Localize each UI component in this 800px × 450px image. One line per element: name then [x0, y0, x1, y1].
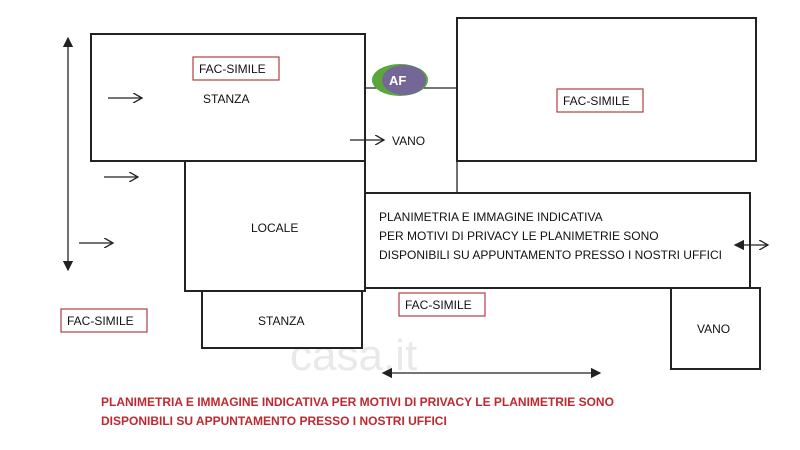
- room-stanza-bottom: [201, 290, 363, 349]
- facsimile-box-4: [60, 308, 148, 333]
- facsimile-label-1: FAC-SIMILE: [199, 62, 266, 76]
- facsimile-label-4: FAC-SIMILE: [67, 314, 134, 328]
- facsimile-label-2: FAC-SIMILE: [563, 94, 630, 108]
- logo-letter: AF: [389, 73, 406, 88]
- facsimile-box-3: [398, 292, 486, 317]
- notice-line-3: DISPONIBILI SU APPUNTAMENTO PRESSO I NOS…: [379, 248, 722, 262]
- notice-line-2: PER MOTIVI DI PRIVACY LE PLANIMETRIE SON…: [379, 229, 659, 243]
- room-vano-right: [670, 287, 761, 370]
- red-notice-line-1: PLANIMETRIA E IMMAGINE INDICATIVA PER MO…: [101, 395, 614, 409]
- agency-logo-icon: AF: [372, 64, 428, 96]
- facsimile-box-2: [556, 88, 644, 113]
- facsimile-label-3: FAC-SIMILE: [405, 298, 472, 312]
- label-stanza-bottom: STANZA: [258, 314, 304, 328]
- label-stanza-top: STANZA: [203, 92, 249, 106]
- red-notice-line-2: DISPONIBILI SU APPUNTAMENTO PRESSO I NOS…: [101, 414, 447, 428]
- facsimile-box-1: [192, 56, 280, 81]
- label-locale: LOCALE: [251, 221, 298, 235]
- label-vano-mid: VANO: [392, 134, 425, 148]
- label-vano-right: VANO: [697, 322, 730, 336]
- room-locale: [184, 160, 366, 292]
- notice-line-1: PLANIMETRIA E IMMAGINE INDICATIVA: [379, 210, 603, 224]
- notice-room-box: [364, 192, 751, 289]
